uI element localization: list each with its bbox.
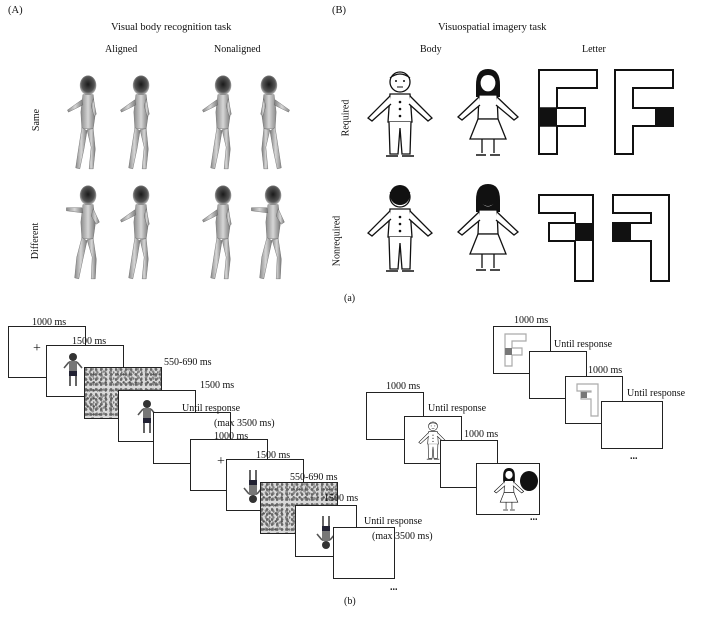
timing-label: (max 3500 ms) (372, 531, 433, 542)
trial-frame (476, 463, 540, 515)
row-nonrequired-label: Nonrequired (331, 215, 343, 267)
timing-label: 1500 ms (324, 493, 359, 504)
body-figure (118, 75, 160, 173)
ellipsis: ... (630, 451, 638, 462)
timing-label: Until response (364, 516, 423, 527)
row-different-label: Different (30, 222, 42, 260)
body-figure (65, 185, 107, 283)
timing-label: 1500 ms (256, 450, 291, 461)
timing-label: Until response (627, 388, 686, 399)
letter-f-grid (614, 69, 674, 155)
body-figure (200, 75, 242, 173)
letter-grid-stimulus (576, 383, 599, 417)
row-same-label: Same (31, 108, 43, 132)
body-figure (250, 185, 292, 283)
timing-label: 1000 ms (214, 431, 249, 442)
timing-label: 1000 ms (514, 315, 549, 326)
col-letter-label: Letter (582, 44, 606, 55)
caption-a: (a) (344, 293, 356, 304)
body-figure (65, 75, 107, 173)
row-required-label: Required (340, 99, 352, 137)
timing-label: Until response (554, 339, 613, 350)
body-figure (118, 185, 160, 283)
timing-label: 1500 ms (72, 336, 107, 347)
timing-label: 1000 ms (386, 381, 421, 392)
panel-a-label: (A) (8, 5, 23, 16)
trial-frame (493, 326, 551, 374)
col-nonaligned-label: Nonaligned (214, 44, 261, 55)
letter-grid-rotated (538, 194, 594, 282)
timing-label: 550-690 ms (290, 472, 338, 483)
letter-f-stimulus (504, 333, 527, 367)
body-figure (200, 185, 242, 283)
girl-drawing-back (448, 183, 528, 275)
fixation-cross: + (217, 454, 225, 469)
timing-label: Until response (182, 403, 241, 414)
ellipsis: ... (530, 512, 538, 523)
girl-drawing (448, 68, 528, 160)
boy-drawing (360, 70, 440, 160)
body-figure-mirrored (250, 75, 292, 173)
ellipsis: ... (390, 582, 398, 593)
timing-label: 1000 ms (588, 365, 623, 376)
response-frame (601, 401, 663, 449)
timing-label: 1000 ms (32, 317, 67, 328)
timing-label: 550-690 ms (164, 357, 212, 368)
panel-b-title: Visuospatial imagery task (438, 22, 547, 33)
letter-f-grid (538, 69, 598, 155)
child-stimulus (63, 352, 83, 388)
panel-a-title: Visual body recognition task (111, 22, 232, 33)
timing-label: 1500 ms (200, 380, 235, 391)
letter-grid-rotated (612, 194, 670, 282)
timing-label: (max 3500 ms) (214, 418, 275, 429)
response-frame (333, 527, 395, 579)
col-aligned-label: Aligned (105, 44, 138, 55)
col-body-label: Body (420, 44, 442, 55)
girl-drawing (489, 468, 538, 512)
timing-label: Until response (428, 403, 487, 414)
boy-drawing-dark-hair (360, 185, 440, 275)
panel-b-label: (B) (332, 5, 346, 16)
timing-label: 1000 ms (464, 429, 499, 440)
caption-b: (b) (344, 596, 356, 607)
fixation-cross: + (33, 341, 41, 356)
